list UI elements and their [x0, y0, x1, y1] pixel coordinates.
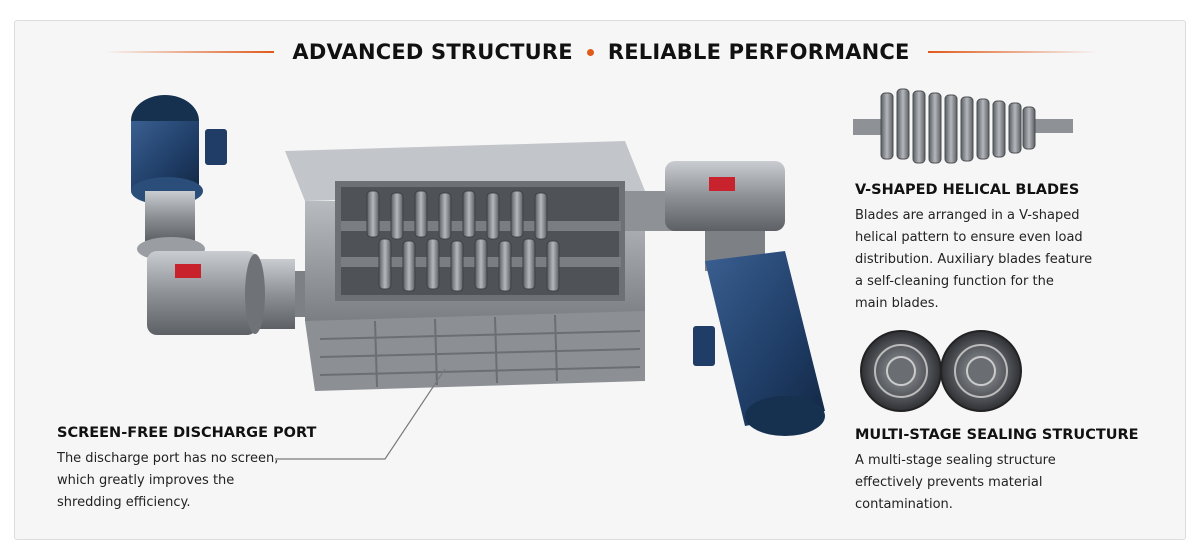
blades-description: Blades are arranged in a V-shaped helica… [855, 205, 1155, 315]
shredder-machine-icon [131, 95, 825, 436]
seal-rings-icon [860, 330, 1022, 412]
blades-line: helical pattern to ensure even load [855, 230, 1083, 245]
discharge-line: The discharge port has no screen, [57, 451, 279, 466]
left-motor [131, 95, 227, 261]
right-motor [693, 251, 825, 436]
title-separator-dot [586, 48, 594, 56]
section-title: ADVANCED STRUCTURE RELIABLE PERFORMANCE [292, 40, 909, 64]
sealing-title: MULTI-STAGE SEALING STRUCTURE [855, 427, 1139, 443]
discharge-line: shredding efficiency. [57, 495, 191, 510]
header-divider-right [927, 51, 1098, 53]
discharge-line: which greatly improves the [57, 473, 235, 488]
blades-title: V-SHAPED HELICAL BLADES [855, 182, 1080, 198]
discharge-title: SCREEN-FREE DISCHARGE PORT [57, 425, 317, 441]
sealing-line: effectively prevents material [855, 475, 1043, 490]
section-header: ADVANCED STRUCTURE RELIABLE PERFORMANCE [15, 35, 1185, 69]
sealing-line: A multi-stage sealing structure [855, 453, 1056, 468]
sealing-description: A multi-stage sealing structure effectiv… [855, 450, 1155, 516]
blades-line: main blades. [855, 296, 939, 311]
sealing-line: contamination. [855, 497, 953, 512]
header-divider-left [104, 51, 275, 53]
blades-line: distribution. Auxiliary blades feature [855, 252, 1093, 267]
feature-panel: ADVANCED STRUCTURE RELIABLE PERFORMANCE [14, 20, 1186, 540]
blades-line: Blades are arranged in a V-shaped [855, 208, 1080, 223]
discharge-description: The discharge port has no screen, which … [57, 448, 287, 514]
right-gearbox [625, 161, 785, 271]
title-right: RELIABLE PERFORMANCE [607, 40, 910, 64]
discharge-leader-line [275, 368, 446, 460]
shredder-blades [341, 190, 621, 292]
title-left: ADVANCED STRUCTURE [292, 40, 573, 64]
blade-shaft-icon [853, 88, 1073, 164]
blades-line: a self-cleaning function for the [855, 274, 1054, 289]
